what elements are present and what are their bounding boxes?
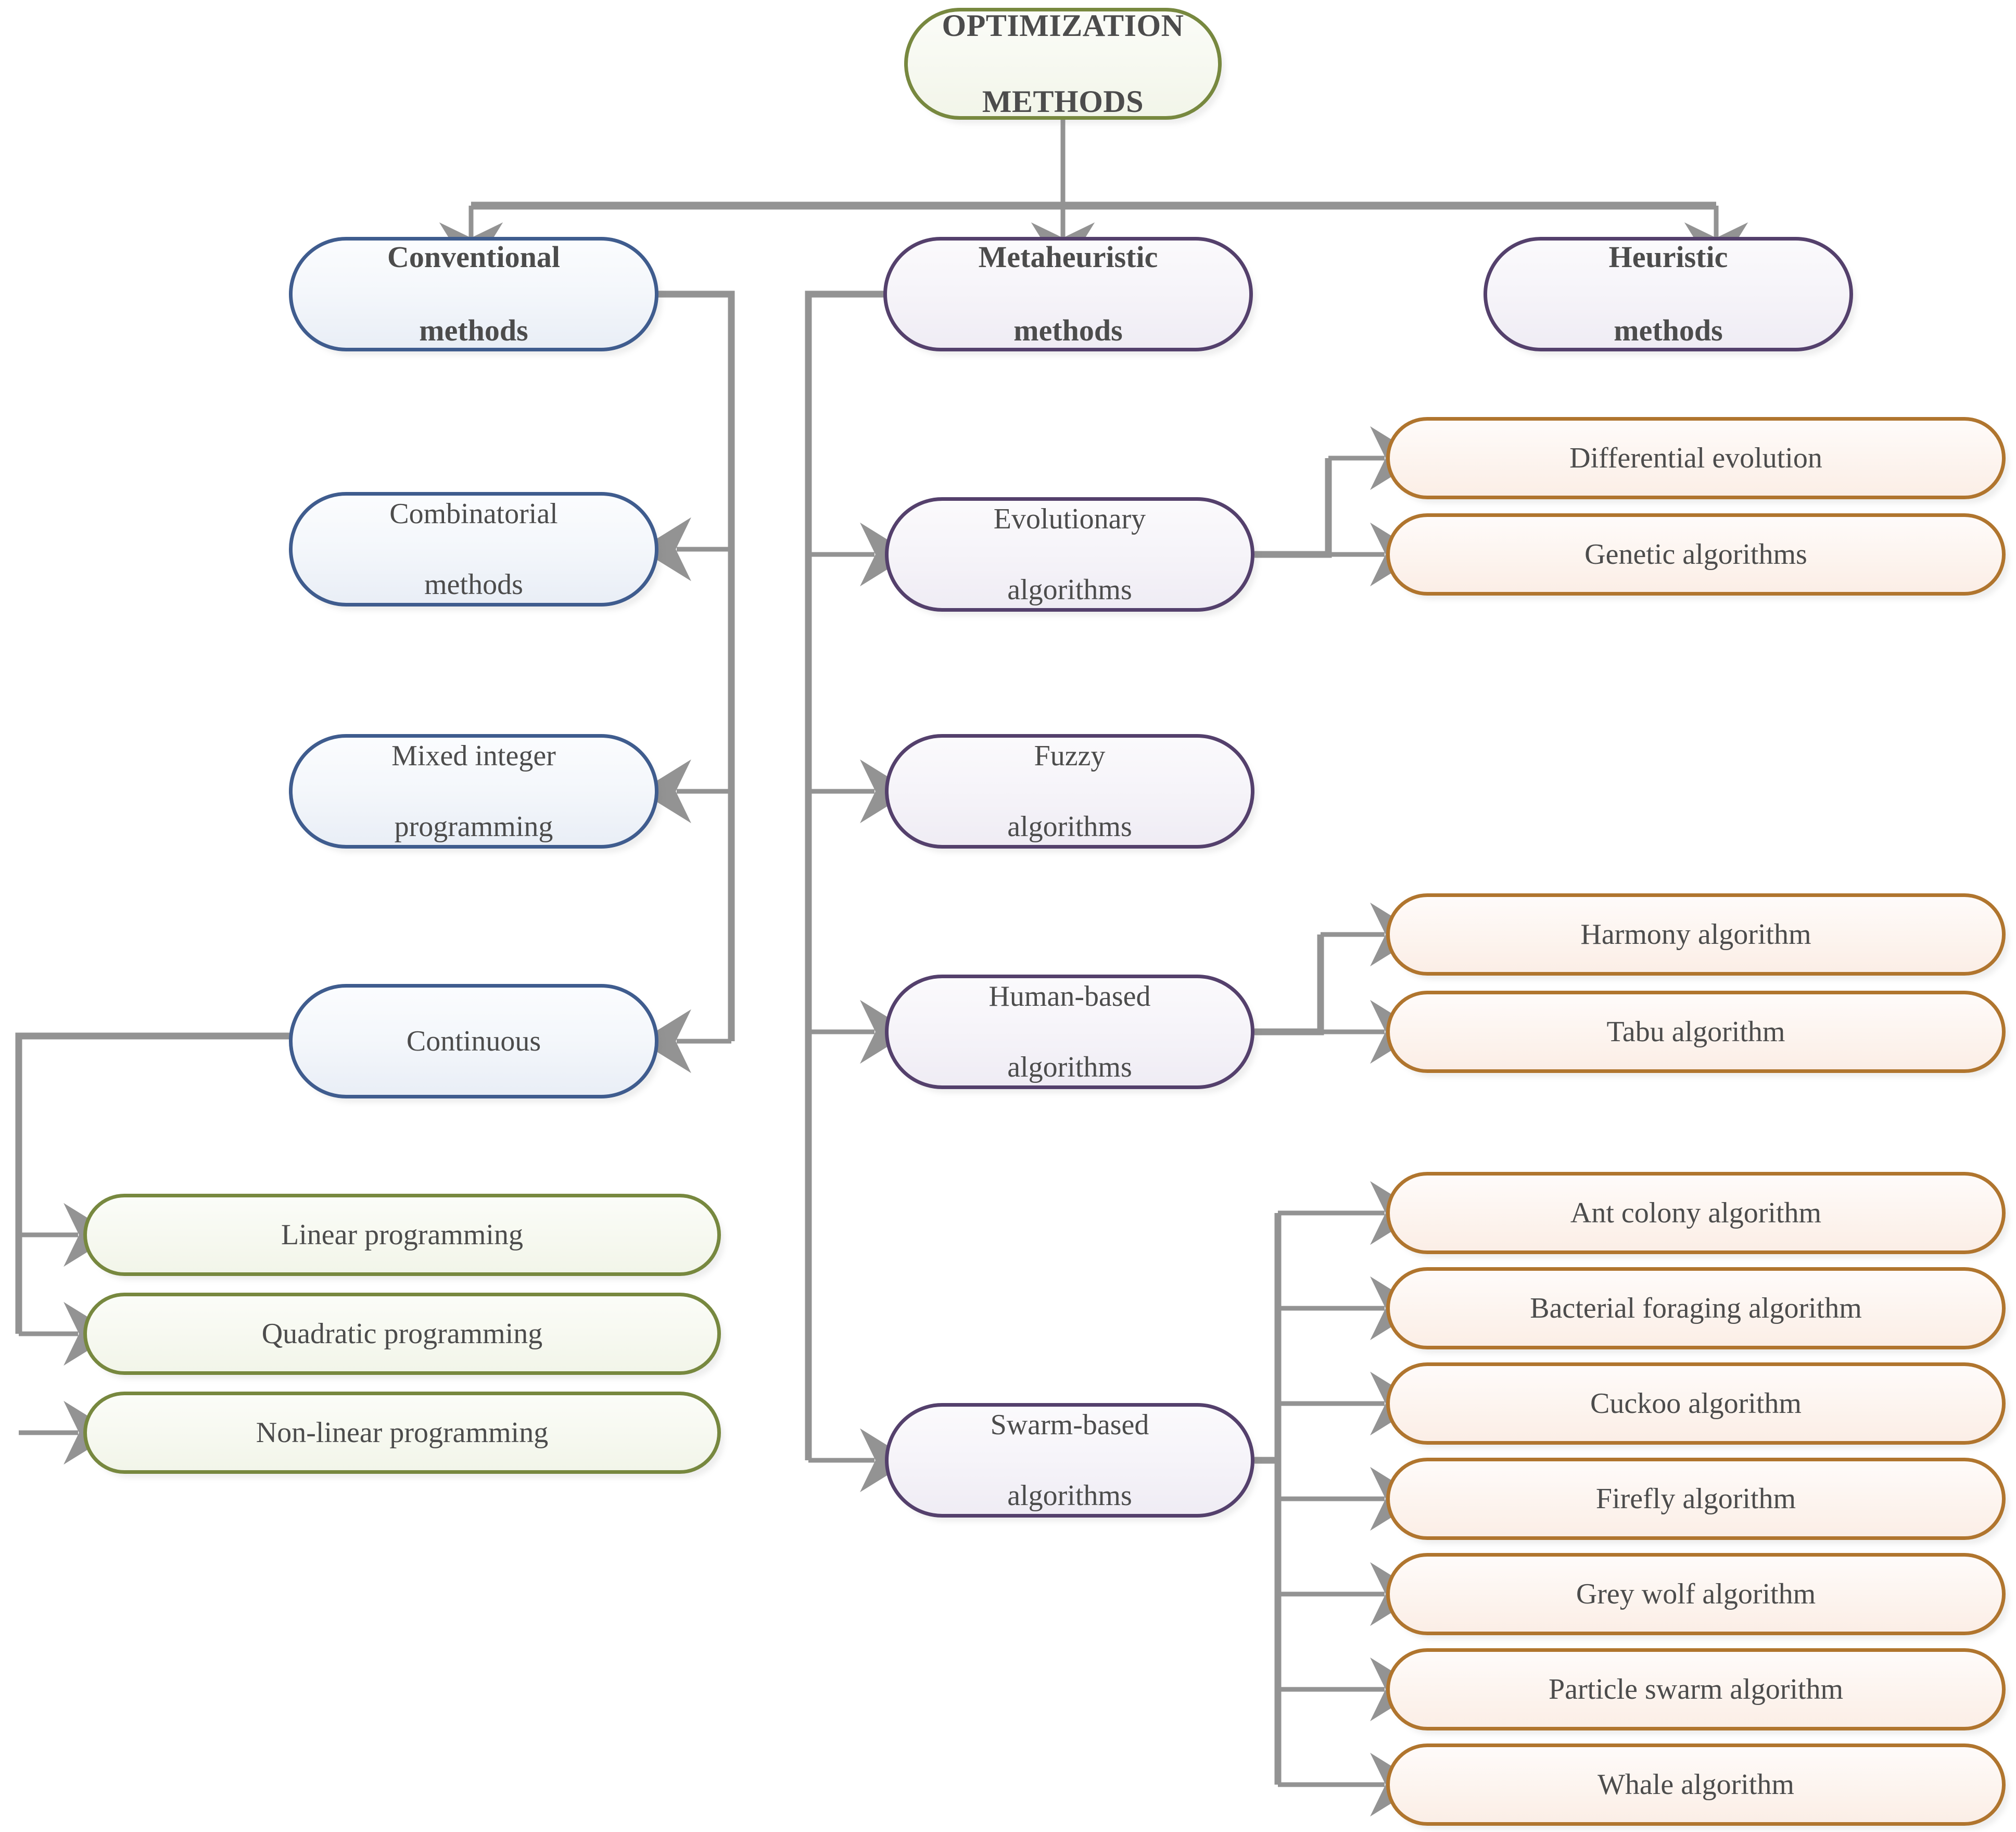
node-label: Particle swarm algorithm — [1548, 1673, 1844, 1705]
node-tabu-algorithm[interactable]: Tabu algorithm — [1386, 991, 2006, 1073]
node-genetic-algorithms[interactable]: Genetic algorithms — [1386, 513, 2006, 596]
root-line-2: METHODS — [982, 84, 1144, 119]
node-ant-colony-algorithm[interactable]: Ant colony algorithm — [1386, 1172, 2006, 1254]
node-firefly-algorithm[interactable]: Firefly algorithm — [1386, 1458, 2006, 1540]
node-particle-swarm-algorithm[interactable]: Particle swarm algorithm — [1386, 1648, 2006, 1730]
node-linear-programming[interactable]: Linear programming — [83, 1194, 721, 1276]
node-bacterial-foraging-algorithm[interactable]: Bacterial foraging algorithm — [1386, 1267, 2006, 1349]
node-label: Grey wolf algorithm — [1576, 1577, 1816, 1610]
node-label: Differential evolution — [1569, 441, 1822, 474]
node-grey-wolf-algorithm[interactable]: Grey wolf algorithm — [1386, 1553, 2006, 1635]
node-optimization-methods[interactable]: OPTIMIZATION METHODS — [904, 8, 1222, 120]
wire-continuous-trunk — [15, 1032, 291, 1334]
node-differential-evolution[interactable]: Differential evolution — [1386, 417, 2006, 499]
root-line-1: OPTIMIZATION — [942, 8, 1184, 43]
node-quadratic-programming[interactable]: Quadratic programming — [83, 1293, 721, 1375]
node-label: Non-linear programming — [256, 1416, 549, 1449]
node-label: Tabu algorithm — [1606, 1015, 1785, 1048]
wire-evolutionary-trunk — [1254, 458, 1332, 558]
node-label: Cuckoo algorithm — [1590, 1387, 1802, 1420]
node-label: Whale algorithm — [1597, 1768, 1794, 1801]
wire-humanbased-trunk — [1254, 934, 1324, 1035]
node-harmony-algorithm[interactable]: Harmony algorithm — [1386, 893, 2006, 976]
node-label: Firefly algorithm — [1595, 1482, 1796, 1515]
node-label: Harmony algorithm — [1580, 918, 1811, 951]
wire-conventional-trunk — [657, 290, 735, 1041]
node-continuous[interactable]: Continuous — [289, 984, 658, 1098]
node-label: Quadratic programming — [261, 1317, 543, 1350]
node-non-linear-programming[interactable]: Non-linear programming — [83, 1392, 721, 1474]
node-label: Ant colony algorithm — [1570, 1196, 1822, 1229]
node-whale-algorithm[interactable]: Whale algorithm — [1386, 1743, 2006, 1826]
node-label: Continuous — [406, 1025, 541, 1057]
wire-metaheuristic-trunk — [805, 290, 885, 1460]
node-label: OPTIMIZATION METHODS — [928, 7, 1199, 121]
node-label: Genetic algorithms — [1584, 538, 1807, 571]
node-label: Bacterial foraging algorithm — [1530, 1292, 1862, 1324]
node-cuckoo-algorithm[interactable]: Cuckoo algorithm — [1386, 1362, 2006, 1445]
node-label: Linear programming — [281, 1218, 523, 1251]
